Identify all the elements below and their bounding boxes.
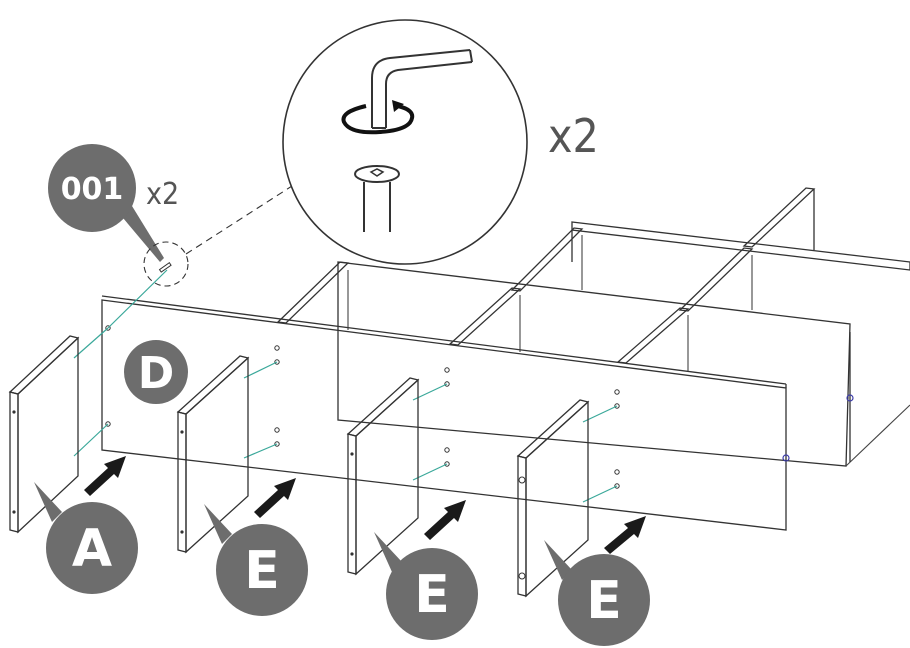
side-panel-e3 [516, 399, 590, 598]
back-long-panel [571, 221, 910, 271]
dividers [276, 187, 816, 372]
badge-a-label: A [72, 519, 112, 579]
badge-e1: E [204, 504, 308, 616]
part-quantity: x2 [146, 177, 179, 212]
badge-e3-label: E [586, 571, 622, 631]
push-arrows [84, 456, 646, 554]
side-panel-e1 [176, 355, 250, 554]
side-panel-a [8, 335, 80, 534]
badge-e3: E [544, 540, 650, 646]
detail-magnifier [282, 19, 528, 265]
badge-a: A [34, 482, 138, 594]
detail-quantity: x2 [548, 109, 599, 163]
badge-d: D [124, 340, 188, 404]
detail-leader [143, 185, 293, 287]
part-001-label: 001 [61, 172, 124, 207]
badge-e2-label: E [414, 565, 450, 625]
badge-d-label: D [138, 348, 175, 399]
dowel-lines [73, 269, 618, 503]
badge-e2: E [374, 532, 478, 640]
part-001-badge: 001 [48, 144, 164, 262]
middle-long-panel [337, 261, 910, 467]
front-panel-d [101, 295, 854, 531]
badge-e1-label: E [244, 541, 280, 601]
side-panel-e2 [346, 377, 420, 576]
